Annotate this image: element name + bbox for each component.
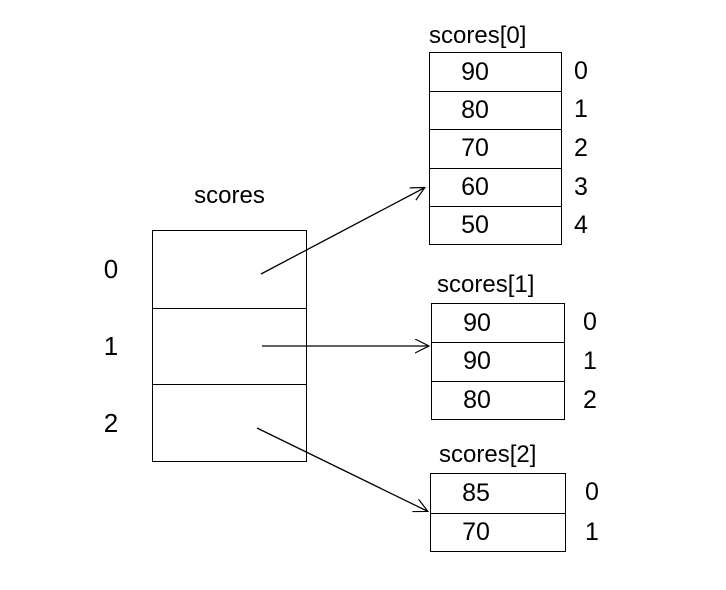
main-array-index-0: 0 xyxy=(103,253,119,284)
main-array-index-column: 0 1 2 xyxy=(93,230,129,462)
sub-array-0-value-1: 80 xyxy=(461,96,489,125)
sub-array-0-cell-2: 70 xyxy=(430,129,561,167)
sub-array-0-value-0: 90 xyxy=(461,57,489,86)
sub-array-1-index-2: 2 xyxy=(583,386,597,414)
main-array-cell-0 xyxy=(153,231,306,308)
sub-array-1-cell-2: 80 xyxy=(432,380,564,419)
sub-array-0-index-3: 3 xyxy=(574,172,588,201)
sub-array-0-value-2: 70 xyxy=(461,134,489,163)
sub-array-1-cell-0: 90 xyxy=(432,304,564,342)
sub-array-2-index-0: 0 xyxy=(585,478,599,507)
sub-array-1-title: scores[1] xyxy=(437,271,535,298)
sub-array-0-value-3: 60 xyxy=(461,172,489,201)
sub-array-2-value-1: 70 xyxy=(462,517,490,546)
sub-array-0-cell-3: 60 xyxy=(430,167,561,206)
sub-array-1-cell-1: 90 xyxy=(432,342,564,380)
sub-array-0-index-4: 4 xyxy=(574,211,588,240)
sub-array-1-index-column: 0 1 2 xyxy=(574,303,606,420)
sub-array-0-index-2: 2 xyxy=(574,133,588,162)
main-array-cell-2 xyxy=(153,384,306,461)
main-array-index-2: 2 xyxy=(103,408,119,439)
main-array-index-1: 1 xyxy=(103,330,119,361)
sub-array-1-index-0: 0 xyxy=(583,308,597,336)
sub-array-1-box: 90 90 80 xyxy=(431,303,565,420)
sub-array-2-cell-1: 70 xyxy=(431,512,565,552)
sub-array-2-cell-0: 85 xyxy=(431,474,565,513)
sub-array-1-value-0: 90 xyxy=(463,308,491,337)
sub-array-0-index-0: 0 xyxy=(574,56,588,85)
sub-array-0-title: scores[0] xyxy=(429,22,527,49)
sub-array-2-value-0: 85 xyxy=(462,478,490,507)
sub-array-0-cell-0: 90 xyxy=(430,53,561,91)
main-array-cell-1 xyxy=(153,307,306,385)
main-array-title: scores xyxy=(194,182,265,209)
sub-array-1-index-1: 1 xyxy=(583,347,597,375)
sub-array-2-index-1: 1 xyxy=(585,517,599,546)
sub-array-1-value-2: 80 xyxy=(463,385,491,414)
sub-array-1-value-1: 90 xyxy=(463,347,491,376)
sub-array-0-index-1: 1 xyxy=(574,95,588,124)
sub-array-2-box: 85 70 xyxy=(430,473,566,552)
sub-array-0-cell-4: 50 xyxy=(430,205,561,244)
sub-array-2-index-column: 0 1 xyxy=(576,473,608,552)
sub-array-2-title: scores[2] xyxy=(439,441,537,468)
main-array-box xyxy=(152,230,307,462)
sub-array-0-value-4: 50 xyxy=(461,210,489,239)
sub-array-0-cell-1: 80 xyxy=(430,91,561,129)
sub-array-0-index-column: 0 1 2 3 4 xyxy=(565,52,597,245)
sub-array-0-box: 90 80 70 60 50 xyxy=(429,52,562,245)
